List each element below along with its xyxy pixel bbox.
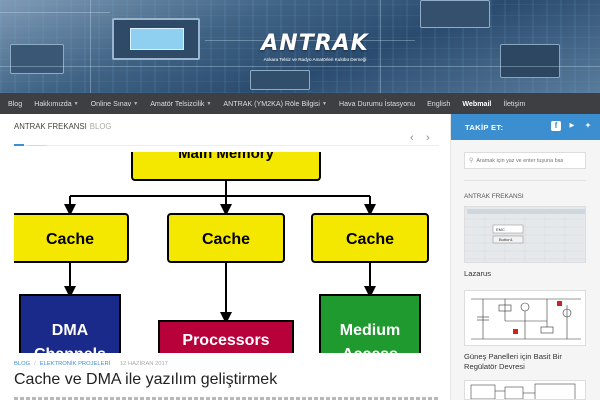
sidebar-post-title[interactable]: Güneş Panelleri için Basit Bir Regülatör… — [464, 352, 562, 371]
regulator-circuit-schematic — [465, 291, 585, 345]
nav-item-label: ANTRAK (YM2KA) Röle Bilgisi — [223, 99, 320, 108]
post-title[interactable]: Cache ve DMA ile yazılım geliştirmek — [14, 371, 278, 388]
component-label: Medium — [340, 322, 400, 339]
chevron-down-icon: ▼ — [73, 100, 79, 107]
thumb-button-text: Button1 — [499, 237, 514, 242]
header-chip-graphic — [420, 0, 490, 28]
widget-heading: ANTRAK FREKANSI — [464, 193, 524, 200]
post-thumbnail-lazarus[interactable]: EMC Button1 — [464, 206, 586, 263]
sidebar-post-title[interactable]: Lazarus — [464, 269, 492, 278]
nav-item-label: English — [427, 99, 451, 108]
component-label: Processors — [182, 332, 269, 349]
logo-text: ANTRAK — [261, 31, 369, 56]
nav-item-1[interactable]: Hakkımızda▼ — [34, 100, 78, 108]
header-chip-graphic — [10, 44, 64, 74]
post-date: 12 HAZİRAN 2017 — [119, 361, 168, 367]
component-label: Channels — [34, 346, 106, 353]
search-box: ⚲ — [464, 152, 586, 169]
cache-label: Cache — [46, 231, 94, 248]
nav-item-4[interactable]: ANTRAK (YM2KA) Röle Bilgisi▼ — [223, 100, 327, 108]
youtube-icon[interactable]: ▶ — [569, 122, 575, 129]
post-excerpt-fade — [14, 397, 439, 400]
follow-label: TAKİP ET: — [465, 122, 504, 132]
section-divider — [14, 145, 439, 146]
component-label: DMA — [52, 322, 89, 339]
search-icon: ⚲ — [469, 158, 474, 164]
nav-item-label: Blog — [8, 99, 23, 108]
chevron-down-icon: ▼ — [206, 100, 212, 107]
chevron-down-icon: ▼ — [322, 100, 327, 107]
nav-item-label: Hakkımızda — [34, 99, 72, 108]
header-chip-graphic — [500, 44, 560, 78]
nav-item-8[interactable]: İletişim — [503, 100, 525, 108]
component-box — [158, 320, 294, 353]
lazarus-form-screenshot: EMC Button1 — [465, 207, 585, 262]
component-box — [319, 294, 421, 353]
cache-label: Cache — [346, 231, 394, 248]
twitter-icon[interactable]: ✦ — [584, 121, 592, 130]
sidebar: TAKİP ET: f ▶ ✦ ⚲ ANTRAK FREKANSI — [450, 114, 600, 400]
nav-item-label: Online Sınav — [90, 99, 132, 108]
nav-item-label: Amatör Telsizcilik — [150, 99, 205, 108]
sidebar-divider — [464, 180, 586, 181]
nav-item-label: Hava Durumu İstasyonu — [338, 99, 416, 108]
site-logo[interactable]: ANTRAK Ankara Telsiz ve Radyo Amatörleri… — [250, 32, 380, 66]
social-links: f ▶ ✦ — [551, 121, 593, 131]
circuit-board-preview — [465, 381, 585, 399]
featured-image[interactable]: Main Memory Cache Cache Cache DMA Channels P… — [14, 152, 439, 353]
post-category-2[interactable]: ELEKTRONİK PROJELERİ — [39, 361, 111, 367]
search-input[interactable] — [476, 157, 585, 164]
main-memory-label: Main Memory — [178, 152, 275, 162]
post-category[interactable]: BLOG — [14, 361, 31, 367]
cache-dma-diagram: Main Memory Cache Cache Cache DMA Channels P… — [14, 152, 429, 353]
section-accent-bar — [14, 144, 24, 146]
follow-bar: TAKİP ET: f ▶ ✦ — [451, 114, 600, 140]
component-box — [19, 294, 121, 353]
post-meta: BLOG/ELEKTRONİK PROJELERİ 12 HAZİRAN 201… — [14, 361, 168, 367]
slider-prev-icon[interactable]: ‹ — [410, 132, 414, 144]
section-title: ANTRAK FREKANSI — [14, 122, 87, 131]
nav-item-5[interactable]: Hava Durumu İstasyonu — [339, 100, 415, 108]
post-thumbnail-regulator[interactable] — [464, 290, 586, 346]
component-label: Access — [342, 346, 398, 353]
nav-item-0[interactable]: Blog — [8, 100, 22, 108]
facebook-icon[interactable]: f — [551, 121, 561, 131]
logo-subtitle: Ankara Telsiz ve Radyo Amatörleri Kulübü… — [263, 57, 367, 62]
site-header: ANTRAK Ankara Telsiz ve Radyo Amatörleri… — [0, 0, 600, 93]
nav-item-7[interactable]: Webmail — [462, 100, 491, 108]
header-chip-graphic — [250, 70, 310, 90]
slider-next-icon[interactable]: › — [426, 132, 430, 144]
header-chip-graphic — [112, 18, 200, 60]
nav-item-2[interactable]: Online Sınav▼ — [91, 100, 139, 108]
nav-item-3[interactable]: Amatör Telsizcilik▼ — [150, 100, 211, 108]
nav-item-label: İletişim — [503, 99, 526, 108]
section-accent-bar-light — [27, 145, 47, 146]
chevron-down-icon: ▼ — [133, 100, 139, 107]
cache-label: Cache — [202, 231, 250, 248]
section-tag[interactable]: BLOG — [89, 122, 112, 131]
post-thumbnail-partial[interactable] — [464, 380, 586, 400]
thumb-field-text: EMC — [496, 227, 505, 232]
nav-item-6[interactable]: English — [427, 100, 450, 108]
nav-item-label: Webmail — [462, 99, 492, 108]
